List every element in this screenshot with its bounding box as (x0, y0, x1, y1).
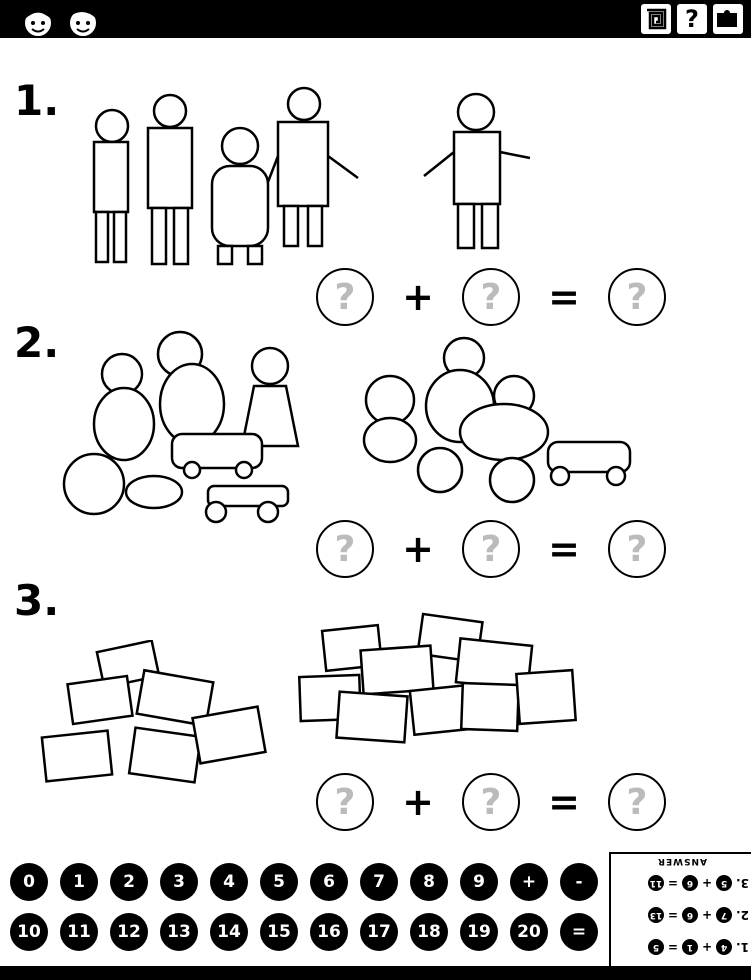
toys-group-2-illustration (362, 336, 632, 504)
answer-value: 4 (716, 939, 733, 955)
answer-circle[interactable]: ? (316, 520, 374, 578)
businessman-illustration (423, 92, 531, 250)
answer-value: 5 (647, 939, 664, 955)
number-tile[interactable]: 14 (210, 913, 248, 951)
number-tile[interactable]: 16 (310, 913, 348, 951)
answer-eq: = (667, 876, 679, 890)
answer-op: + (702, 940, 713, 954)
answer-circle[interactable]: ? (462, 773, 520, 831)
equation-row-3: ? + ? = ? (316, 773, 666, 831)
toys-group-1-illustration (62, 330, 300, 524)
answer-label: 3. (736, 876, 749, 890)
answer-value: 6 (682, 875, 699, 891)
answer-circle[interactable]: ? (462, 520, 520, 578)
money-stacks-1-illustration (40, 640, 267, 784)
kids-logo-icon (22, 8, 107, 38)
question-number-3: 3. (14, 576, 60, 625)
answer-value: 7 (716, 907, 733, 923)
number-tile[interactable]: 18 (410, 913, 448, 951)
number-tile[interactable]: 1 (60, 863, 98, 901)
answer-row: 2. 7 + 6 = 13 (617, 904, 749, 926)
number-tile[interactable]: 13 (160, 913, 198, 951)
number-tile[interactable]: 4 (210, 863, 248, 901)
plus-sign: + (402, 780, 434, 824)
money-stacks-2-illustration (297, 612, 578, 744)
number-tile[interactable]: 8 (410, 863, 448, 901)
number-tile[interactable]: 11 (60, 913, 98, 951)
bottom-bar (0, 966, 751, 980)
number-tile[interactable]: 0 (10, 863, 48, 901)
spiral-icon (641, 4, 671, 34)
answer-key-title: ANSWER (657, 856, 707, 866)
answer-circle[interactable]: ? (608, 773, 666, 831)
plus-sign: + (402, 527, 434, 571)
number-tile[interactable]: 5 (260, 863, 298, 901)
answer-eq: = (667, 908, 679, 922)
equals-tile[interactable]: = (560, 913, 598, 951)
question-number-2: 2. (14, 318, 60, 367)
number-tile[interactable]: 17 (360, 913, 398, 951)
equals-sign: = (548, 780, 580, 824)
question-number-1: 1. (14, 76, 60, 125)
answer-value: 13 (647, 907, 664, 923)
businessmen-group-illustration (92, 86, 359, 266)
plus-tile[interactable]: + (510, 863, 548, 901)
plus-sign: + (402, 275, 434, 319)
number-tile[interactable]: 9 (460, 863, 498, 901)
answer-row: 1. 4 + 1 = 5 (617, 936, 749, 958)
equals-sign: = (548, 527, 580, 571)
number-tile[interactable]: 7 (360, 863, 398, 901)
number-tile[interactable]: 20 (510, 913, 548, 951)
answer-row: 3. 5 + 6 = 11 (617, 872, 749, 894)
minus-tile[interactable]: - (560, 863, 598, 901)
answer-circle[interactable]: ? (608, 268, 666, 326)
answer-value: 6 (682, 907, 699, 923)
answer-circle[interactable]: ? (608, 520, 666, 578)
number-tile[interactable]: 3 (160, 863, 198, 901)
number-tile[interactable]: 19 (460, 913, 498, 951)
answer-op: + (702, 876, 713, 890)
answer-label: 2. (736, 908, 749, 922)
answer-value: 11 (647, 875, 664, 891)
number-tile[interactable]: 2 (110, 863, 148, 901)
answer-circle[interactable]: ? (316, 773, 374, 831)
answer-key-box: ANSWER 3. 5 + 6 = 11 2. 7 + 6 = 13 1. 4 … (609, 852, 751, 968)
answer-value: 1 (682, 939, 699, 955)
number-tile[interactable]: 12 (110, 913, 148, 951)
answer-eq: = (667, 940, 679, 954)
top-bar: ? (0, 0, 751, 38)
equation-row-2: ? + ? = ? (316, 520, 666, 578)
equals-sign: = (548, 275, 580, 319)
question-icon: ? (677, 4, 707, 34)
puzzle-icon (713, 4, 743, 34)
equation-row-1: ? + ? = ? (316, 268, 666, 326)
number-tile[interactable]: 6 (310, 863, 348, 901)
header-icons: ? (641, 4, 743, 34)
answer-circle[interactable]: ? (462, 268, 520, 326)
number-tile[interactable]: 15 (260, 913, 298, 951)
number-tiles-row-1: 0 1 2 3 4 5 6 7 8 9 + - (10, 863, 598, 901)
number-tile[interactable]: 10 (10, 913, 48, 951)
answer-circle[interactable]: ? (316, 268, 374, 326)
answer-value: 5 (716, 875, 733, 891)
answer-op: + (702, 908, 713, 922)
number-tiles-row-2: 10 11 12 13 14 15 16 17 18 19 20 = (10, 913, 598, 951)
answer-label: 1. (736, 940, 749, 954)
